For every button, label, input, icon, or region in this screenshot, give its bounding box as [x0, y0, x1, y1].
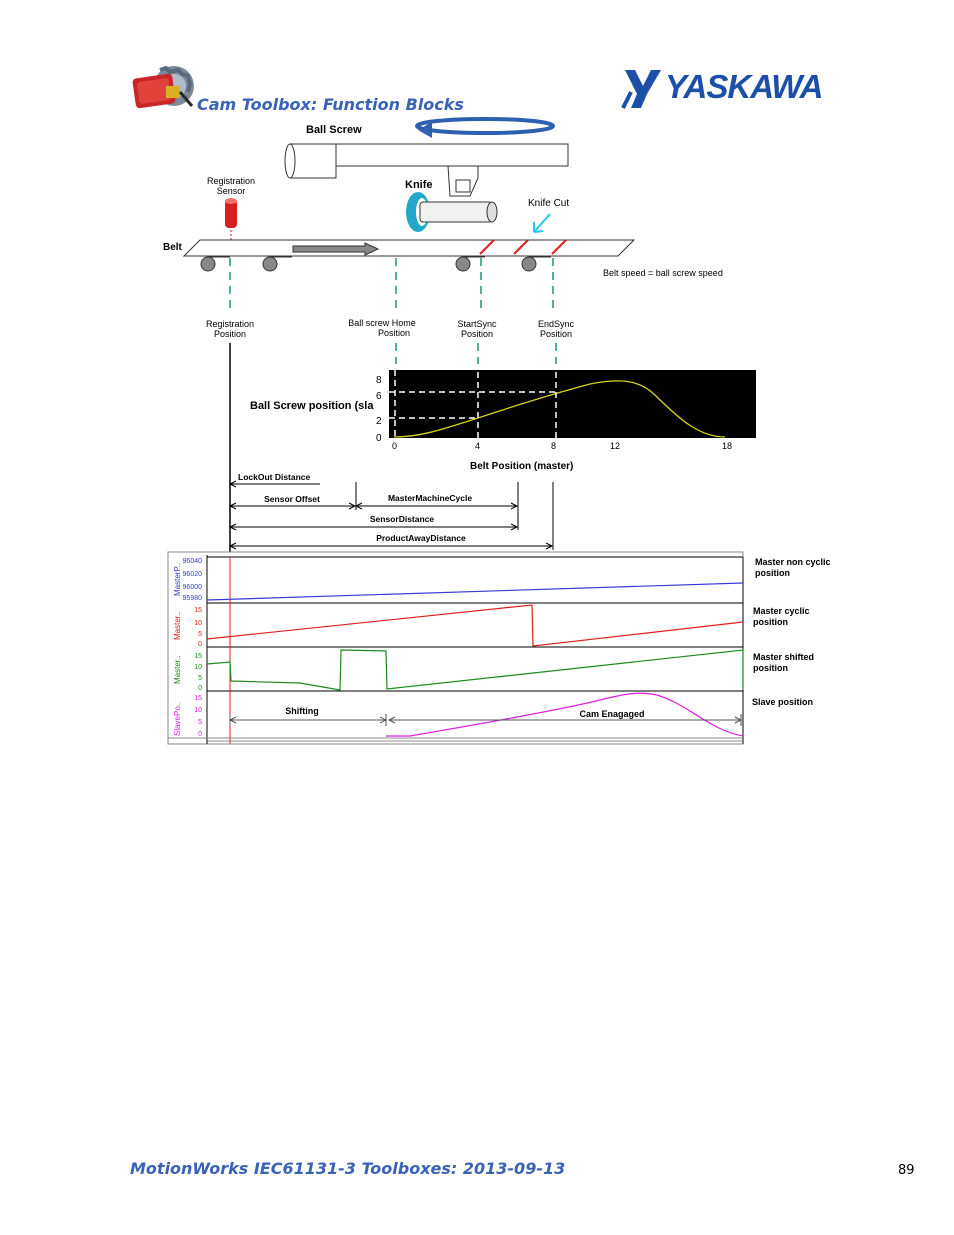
cam-engaged-label: Cam Enagaged: [579, 709, 644, 719]
scope4-tick-0: 15: [194, 695, 202, 702]
scope3-tick-1: 10: [194, 664, 202, 671]
sensor-icon: [225, 198, 237, 240]
registration-sensor-label-2: Sensor: [217, 186, 246, 196]
startsync-position-label-1: StartSync: [457, 319, 497, 329]
shifting-label: Shifting: [285, 706, 319, 716]
footer-title: MotionWorks IEC61131-3 Toolboxes: 2013-0…: [130, 1159, 566, 1178]
master-machine-cycle-label: MasterMachineCycle: [388, 493, 472, 503]
scope1-tick-3: 95980: [183, 595, 203, 602]
knife-cut-label: Knife Cut: [528, 198, 569, 209]
scope4-tick-1: 10: [194, 707, 202, 714]
cam-ytick-0: 0: [376, 433, 382, 444]
scope-axis-name-3: Master..: [173, 656, 182, 684]
desc-master-cyclic-2: position: [753, 617, 788, 627]
cam-ytick-2: 2: [376, 416, 382, 427]
cam-xtick-18: 18: [722, 441, 732, 451]
cam-toolbox-logo: [132, 65, 194, 109]
ball-screw-shaft: [284, 143, 569, 179]
scope-axis-name-4: SlavePo..: [173, 702, 182, 736]
belt-label: Belt: [163, 242, 183, 253]
knife-icon: [406, 165, 498, 232]
trace-master-cyclic: [206, 604, 744, 647]
scope2-tick-3: 0: [198, 641, 202, 648]
registration-position-label-2: Position: [214, 329, 246, 339]
cam-diagram: Ball Screw Knife Knife Cut Registration …: [163, 117, 831, 745]
scope2-tick-2: 5: [198, 631, 202, 638]
lockout-distance-label: LockOut Distance: [238, 472, 311, 482]
scope4-tick-2: 5: [198, 719, 202, 726]
conveyor-belt: [182, 239, 636, 272]
scope1-tick-0: 96040: [183, 558, 203, 565]
scope2-tick-1: 10: [194, 620, 202, 627]
cam-chart-yticks: 8 6 2 0: [376, 375, 382, 444]
distance-dimensions: [228, 480, 554, 550]
header-title: Cam Toolbox: Function Blocks: [197, 95, 464, 114]
yaskawa-wordmark: YASKAWA: [665, 68, 822, 105]
cam-chart-guides: [389, 370, 557, 438]
knife-cut-arrow-icon: [533, 213, 551, 233]
scope-axis-name-1: MasterP..: [173, 563, 182, 596]
cam-xtick-12: 12: [610, 441, 620, 451]
scope-axis-name-2: Master..: [173, 612, 182, 640]
phase-brackets: [228, 714, 743, 726]
desc-master-shifted-1: Master shifted: [753, 652, 814, 662]
desc-master-shifted-2: position: [753, 663, 788, 673]
cam-ytick-8: 8: [376, 375, 382, 386]
scope3-tick-2: 5: [198, 675, 202, 682]
sensor-distance-label: SensorDistance: [370, 514, 435, 524]
desc-master-non-cyclic-1: Master non cyclic: [755, 557, 831, 567]
scope4-tick-3: 0: [198, 731, 202, 738]
cam-chart-xticks: 0 4 8 12 18: [392, 441, 732, 451]
product-away-distance-label: ProductAwayDistance: [376, 533, 466, 543]
scope3-tick-3: 0: [198, 685, 202, 692]
scope1-tick-1: 96020: [183, 571, 203, 578]
desc-master-non-cyclic-2: position: [755, 568, 790, 578]
scope3-tick-0: 15: [194, 653, 202, 660]
cam-xtick-8: 8: [551, 441, 556, 451]
belt-speed-note: Belt speed = ball screw speed: [603, 268, 723, 278]
trace-slave-position: [386, 692, 744, 737]
cam-chart-xlabel: Belt Position (master): [470, 461, 573, 472]
cam-curve: [393, 380, 726, 438]
page-number: 89: [898, 1163, 915, 1178]
home-position-label-1: Ball screw Home: [348, 318, 416, 328]
position-guides: [229, 258, 557, 364]
yaskawa-logo: YASKAWA: [621, 64, 846, 119]
knife-label: Knife: [405, 179, 433, 191]
sensor-offset-label: Sensor Offset: [264, 494, 320, 504]
cam-xtick-4: 4: [475, 441, 480, 451]
trace-master-shifted: [206, 649, 744, 691]
desc-slave-position: Slave position: [752, 697, 813, 707]
home-position-label-2: Position: [378, 328, 410, 338]
rotation-arrow-icon: [415, 117, 555, 138]
registration-position-label-1: Registration: [206, 319, 254, 329]
trace-master-non-cyclic: [206, 582, 744, 601]
scope1-tick-2: 96000: [183, 584, 203, 591]
registration-sensor-label-1: Registration: [207, 176, 255, 186]
cam-ytick-6: 6: [376, 391, 382, 402]
cam-xtick-0: 0: [392, 441, 397, 451]
cam-chart-area: [389, 370, 756, 438]
startsync-position-label-2: Position: [461, 329, 493, 339]
scope2-tick-0: 15: [194, 607, 202, 614]
endsync-position-label-2: Position: [540, 329, 572, 339]
ball-screw-label: Ball Screw: [306, 124, 362, 136]
cut-marks: [479, 239, 567, 255]
scope-trace: [167, 551, 744, 745]
cam-chart-ylabel: Ball Screw position (sla: [250, 400, 374, 412]
endsync-position-label-1: EndSync: [538, 319, 575, 329]
desc-master-cyclic-1: Master cyclic: [753, 606, 810, 616]
